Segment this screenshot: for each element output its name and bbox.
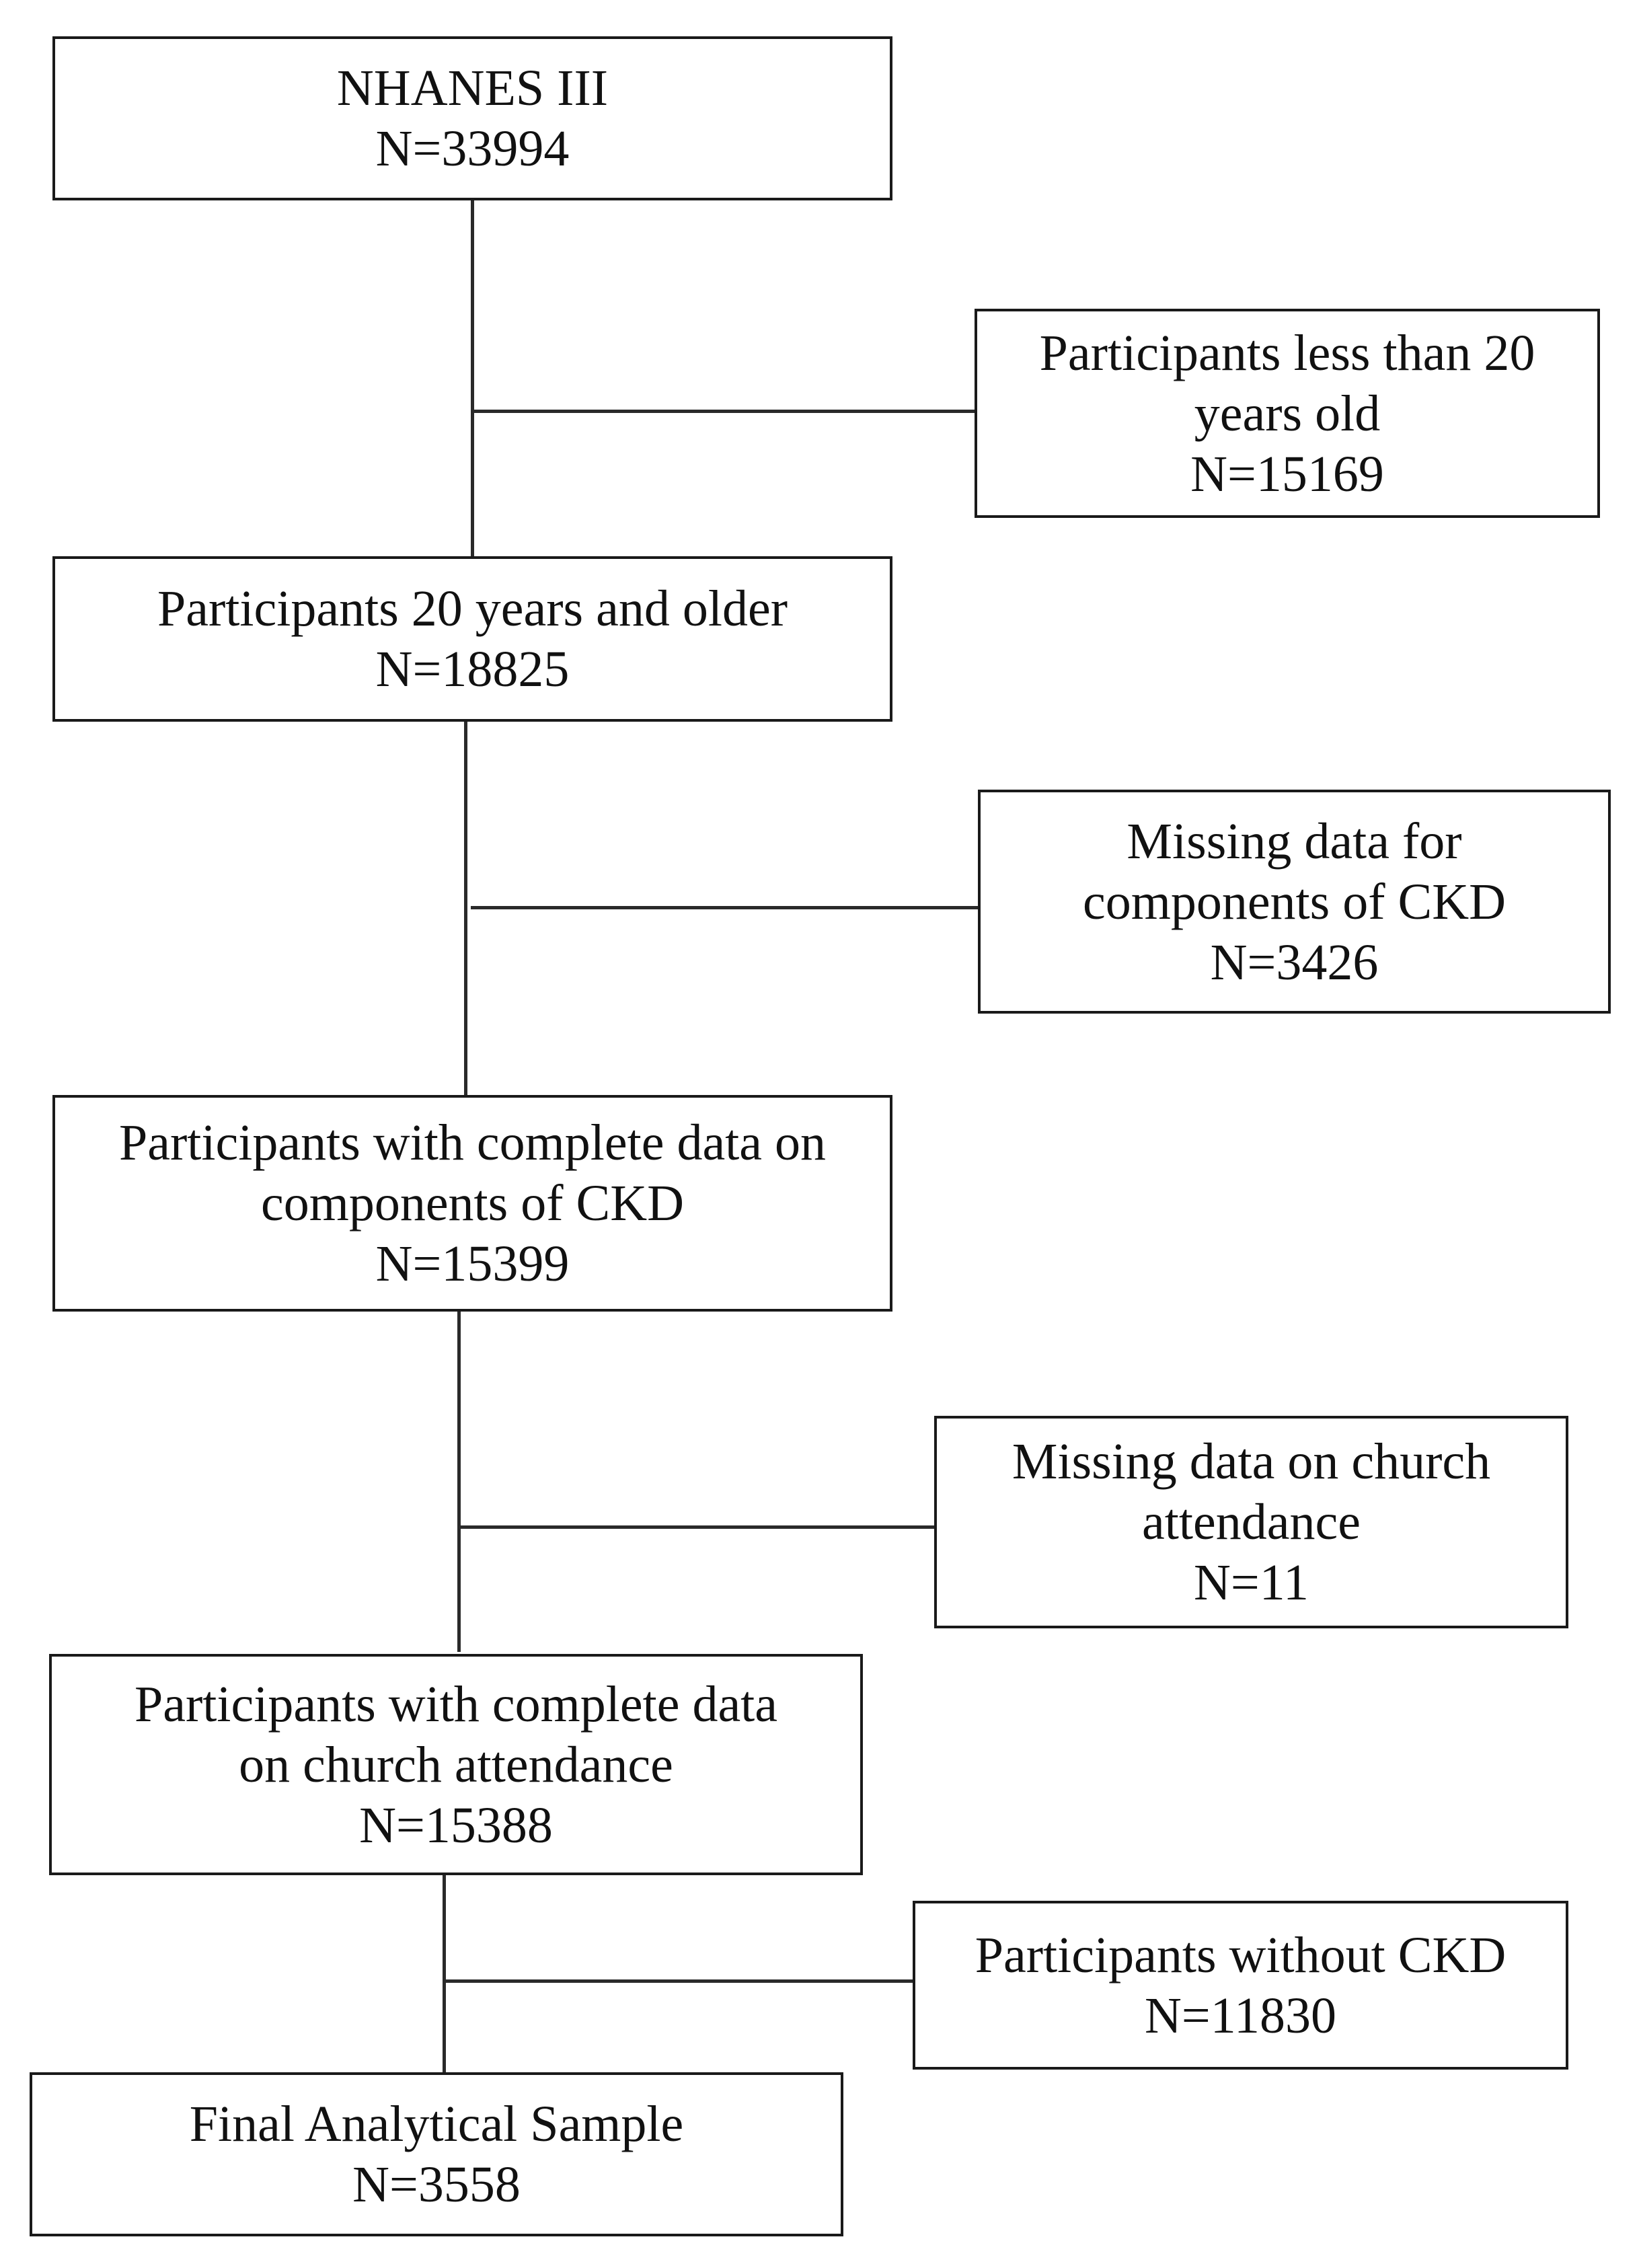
box-text-line: NHANES III <box>336 60 609 116</box>
box-text-line: Participants with complete data <box>134 1675 778 1733</box>
box-text-line: attendance <box>1142 1494 1361 1550</box>
box-count: N=18825 <box>375 641 570 697</box>
box-text-line: Missing data on church <box>1012 1433 1491 1490</box>
box-count: N=33994 <box>375 120 570 177</box>
box-text-line: components of CKD <box>1082 873 1507 930</box>
connector-line <box>464 720 467 1097</box>
connector-branch <box>457 1525 936 1529</box>
box-complete-church-data: Participants with complete data on churc… <box>49 1654 863 1875</box>
box-text-line: Participants with complete data on <box>118 1114 827 1171</box>
box-text-line: Participants without CKD <box>975 1926 1507 1983</box>
box-count: N=15169 <box>1190 445 1384 502</box>
box-text-line: on church attendance <box>239 1736 673 1793</box>
box-text-line: Participants 20 years and older <box>157 580 788 637</box>
box-count: N=15399 <box>375 1236 570 1292</box>
box-participants-20-plus: Participants 20 years and older N=18825 <box>52 556 892 722</box>
box-text-line: Final Analytical Sample <box>189 2096 684 2152</box>
connector-line <box>457 1310 461 1652</box>
box-complete-ckd-data: Participants with complete data on compo… <box>52 1095 892 1312</box>
box-nhanes-iii: NHANES III N=33994 <box>52 36 892 200</box>
box-count: N=3558 <box>352 2156 521 2213</box>
connector-branch <box>471 906 979 909</box>
box-excluded-missing-church: Missing data on church attendance N=11 <box>934 1416 1568 1628</box>
box-count: N=3426 <box>1210 934 1379 991</box>
box-excluded-missing-ckd: Missing data for components of CKD N=342… <box>978 790 1611 1014</box>
connector-line <box>471 200 474 557</box>
connector-line <box>443 1873 446 2075</box>
box-count: N=11 <box>1194 1554 1309 1611</box>
box-count: N=15388 <box>359 1797 553 1854</box>
box-text-line: components of CKD <box>260 1175 685 1232</box>
box-text-line: Participants less than 20 <box>1039 324 1535 381</box>
connector-branch <box>443 1979 914 1983</box>
connector-branch <box>471 410 976 413</box>
box-excluded-without-ckd: Participants without CKD N=11830 <box>913 1901 1568 2070</box>
box-text-line: years old <box>1194 385 1381 442</box>
box-text-line: Missing data for <box>1127 812 1462 870</box>
box-excluded-under-20: Participants less than 20 years old N=15… <box>975 309 1600 518</box>
box-final-sample: Final Analytical Sample N=3558 <box>30 2072 843 2236</box>
box-count: N=11830 <box>1145 1987 1336 2044</box>
